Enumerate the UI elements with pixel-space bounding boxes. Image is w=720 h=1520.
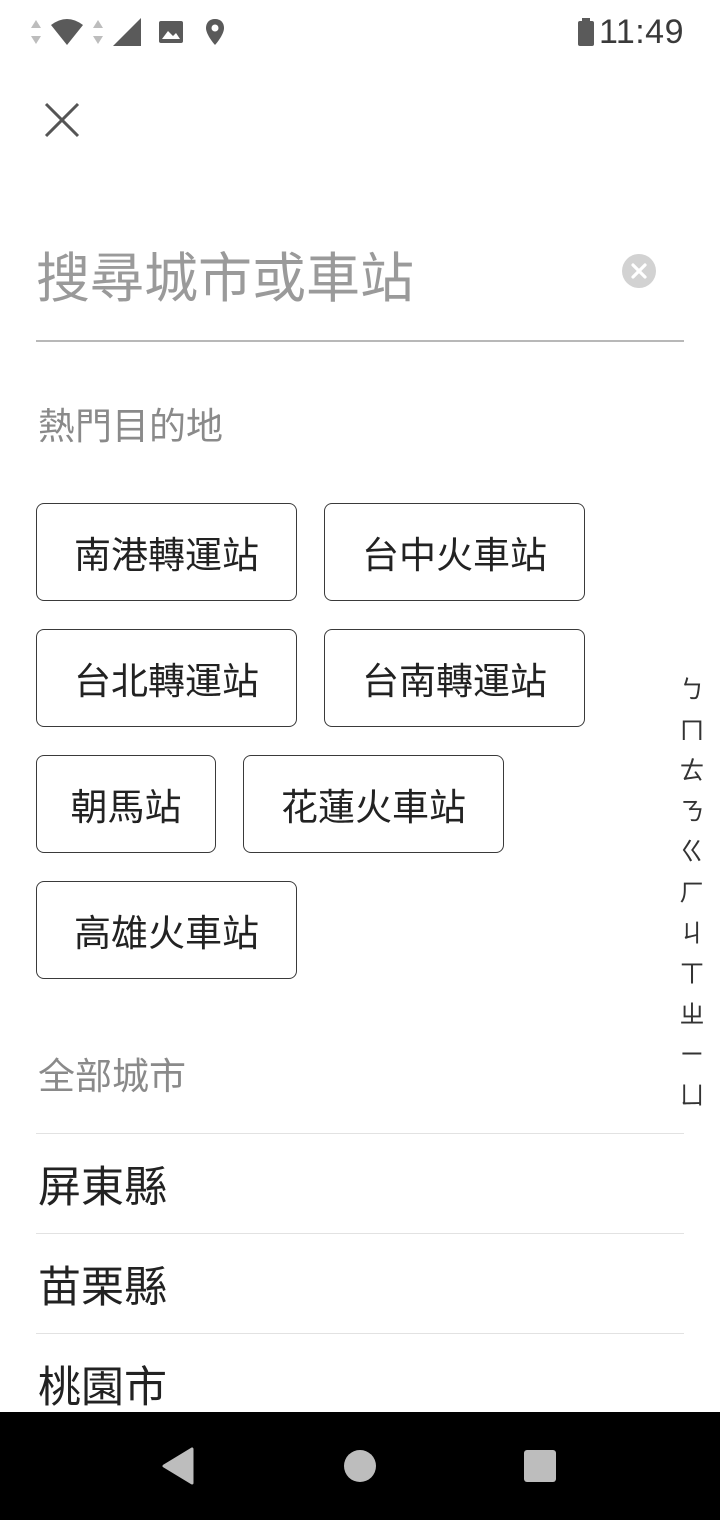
popular-chip[interactable]: 高雄火車站 — [36, 881, 297, 979]
popular-chip[interactable]: 台南轉運站 — [324, 629, 585, 727]
index-letter[interactable]: ㄇ — [679, 715, 705, 745]
home-button[interactable] — [342, 1448, 378, 1488]
city-list-item[interactable]: 屏東縣 — [36, 1133, 684, 1233]
index-letter[interactable]: ㄒ — [679, 959, 705, 989]
system-nav-bar — [0, 1412, 720, 1520]
recents-button[interactable] — [523, 1449, 557, 1487]
search-input[interactable] — [36, 238, 596, 318]
city-list-item[interactable]: 桃園市 — [36, 1333, 684, 1433]
status-icons-left — [30, 14, 230, 50]
data-arrows-icon — [93, 20, 103, 44]
index-letter[interactable]: ㄏ — [679, 877, 705, 907]
back-button[interactable] — [160, 1446, 196, 1490]
index-letter[interactable]: ㄋ — [679, 796, 705, 826]
zhuyin-index-bar: ㄅ ㄇ ㄊ ㄋ ㄍ ㄏ ㄐ ㄒ ㄓ ㄧ ㄩ — [672, 670, 712, 1117]
image-icon — [159, 21, 183, 43]
home-icon — [344, 1450, 376, 1482]
city-list-item[interactable]: 苗栗縣 — [36, 1233, 684, 1333]
popular-chip[interactable]: 南港轉運站 — [36, 503, 297, 601]
city-list: 屏東縣 苗栗縣 桃園市 — [36, 1133, 684, 1433]
index-letter[interactable]: ㄓ — [679, 999, 705, 1029]
close-icon — [44, 102, 80, 138]
search-field — [36, 230, 684, 342]
index-letter[interactable]: ㄩ — [679, 1080, 705, 1110]
status-time: 11:49 — [598, 12, 684, 51]
index-letter[interactable]: ㄍ — [679, 837, 705, 867]
back-icon — [162, 1447, 194, 1485]
cell-signal-icon — [113, 18, 141, 46]
index-letter[interactable]: ㄧ — [679, 1040, 705, 1070]
popular-chip[interactable]: 朝馬站 — [36, 755, 216, 853]
all-cities-title: 全部城市 — [38, 1055, 186, 1098]
recents-icon — [524, 1450, 556, 1482]
clear-icon — [631, 263, 647, 279]
index-letter[interactable]: ㄅ — [679, 675, 705, 704]
clear-search-button[interactable] — [622, 254, 656, 288]
close-button[interactable] — [38, 96, 86, 144]
index-letter[interactable]: ㄊ — [679, 756, 705, 786]
status-bar: 11:49 — [0, 0, 720, 66]
popular-chip[interactable]: 台北轉運站 — [36, 629, 297, 727]
location-icon — [206, 19, 224, 45]
popular-chip[interactable]: 花蓮火車站 — [243, 755, 504, 853]
wifi-icon — [51, 19, 83, 45]
status-icons-right: 11:49 — [577, 12, 684, 52]
popular-destinations-title: 熱門目的地 — [38, 405, 223, 448]
data-arrows-icon — [31, 20, 41, 44]
popular-chip[interactable]: 台中火車站 — [324, 503, 585, 601]
battery-icon — [577, 18, 594, 46]
index-letter[interactable]: ㄐ — [679, 918, 705, 948]
